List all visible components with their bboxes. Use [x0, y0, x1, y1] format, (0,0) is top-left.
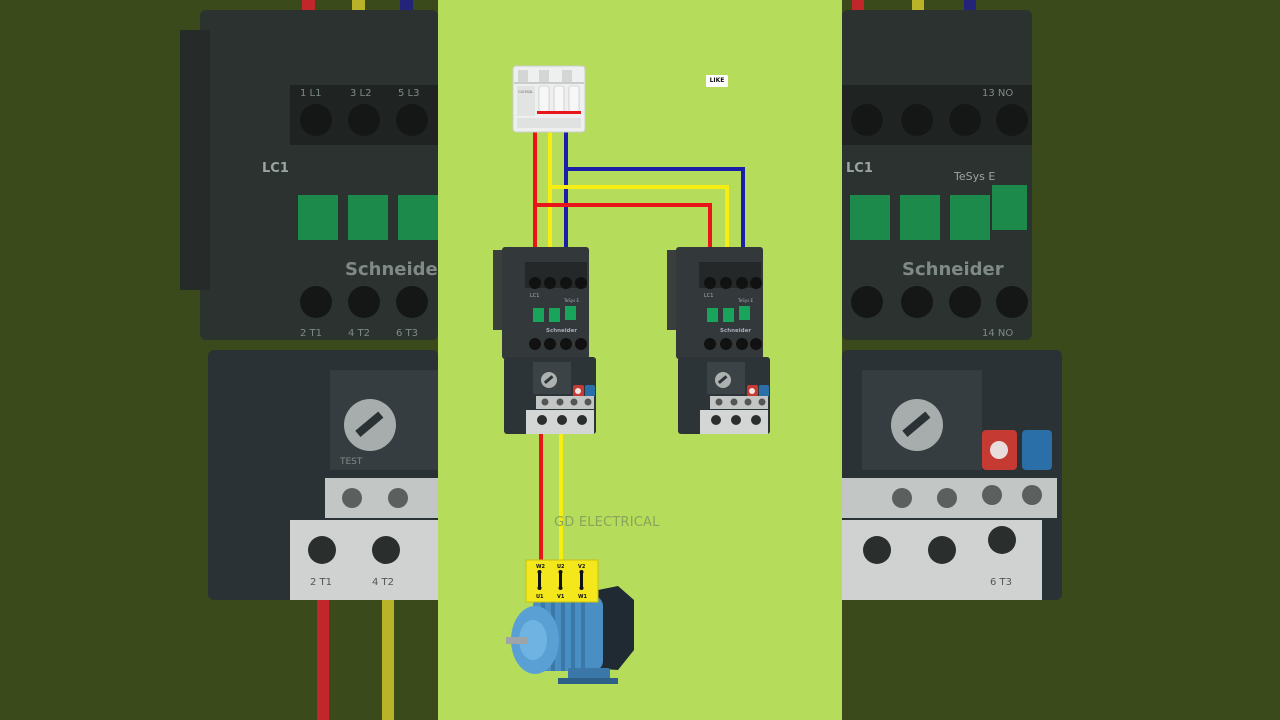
- red-wire-branch-horizontal: [533, 203, 711, 207]
- right-relay-t3: 6 T3: [990, 577, 1012, 588]
- left-contactor-model: LC1: [262, 161, 289, 176]
- contactor-1-brand: Schneider: [546, 328, 577, 334]
- terminal-label-v1: V1: [557, 594, 565, 600]
- channel-watermark: GD ELECTRICAL: [554, 515, 660, 530]
- blue-wire-branch-horizontal: [564, 167, 745, 171]
- contactor-1-model: LC1: [530, 293, 539, 299]
- right-terminal-label-no: 13 NO: [982, 88, 1013, 99]
- right-brand: Schneider: [902, 259, 1004, 280]
- blue-wire-to-contactor-2: [741, 167, 745, 272]
- motor-terminal-box: W2 U2 V2 U1 V1 W1: [525, 559, 599, 603]
- three-phase-motor: [506, 586, 634, 684]
- blue-wire-mcb-to-contactor-1: [564, 130, 568, 272]
- mcb-breaker: CLE5S4L: [512, 65, 586, 133]
- contactor-2: LC1 TeSys E Schneider: [667, 247, 763, 359]
- left-terminal-label-2: 3 L2: [350, 88, 371, 99]
- left-bottom-label-2: 4 T2: [348, 328, 370, 339]
- terminal-label-v2: V2: [578, 564, 586, 570]
- terminal-label-u1: U1: [536, 594, 544, 600]
- terminal-label-w1: W1: [578, 594, 588, 600]
- left-relay-test: TEST: [339, 457, 363, 467]
- yellow-wire-to-contactor-2: [725, 185, 729, 272]
- left-bottom-label-1: 2 T1: [300, 328, 322, 339]
- contactor-2-series: TeSys E: [737, 298, 753, 303]
- left-relay-t1: 2 T1: [310, 577, 332, 588]
- contactor-2-model: LC1: [704, 293, 713, 299]
- right-contactor-series: TeSys E: [953, 170, 995, 183]
- terminal-label-w2: W2: [536, 564, 546, 570]
- red-wire-to-contactor-2: [708, 203, 712, 272]
- mcb-label: CLE5S4L: [518, 90, 533, 94]
- overload-relay-2: [678, 357, 770, 434]
- left-zoom-illustration: 1 L1 3 L2 5 L3 LC1 Schneider 2 T1 4 T2 6…: [0, 0, 438, 720]
- overload-relay-1: [504, 357, 596, 434]
- contactor-1-series: TeSys E: [563, 298, 579, 303]
- right-zoomed-background: 13 NO LC1 TeSys E Schneider 14 NO 6 T3: [842, 0, 1280, 720]
- left-bottom-label-3: 6 T3: [396, 328, 418, 339]
- left-zoomed-background: 1 L1 3 L2 5 L3 LC1 Schneider 2 T1 4 T2 6…: [0, 0, 438, 720]
- yellow-wire-branch-horizontal: [548, 185, 729, 189]
- red-wire-mcb-to-contactor-1: [533, 130, 537, 272]
- right-bottom-label-no: 14 NO: [982, 328, 1013, 339]
- left-terminal-label-1: 1 L1: [300, 88, 321, 99]
- wiring-diagram-panel: CLE5S4L LC1 TeSys E Schneider: [438, 0, 842, 720]
- terminal-label-u2: U2: [557, 564, 565, 570]
- yellow-wire-mcb-to-contactor-1: [548, 130, 552, 272]
- red-wire-relay-to-motor: [539, 432, 543, 564]
- contactor-1: LC1 TeSys E Schneider: [493, 247, 589, 359]
- contactor-2-brand: Schneider: [720, 328, 751, 334]
- like-button[interactable]: LIKE: [706, 75, 728, 87]
- right-zoom-illustration: 13 NO LC1 TeSys E Schneider 14 NO 6 T3: [842, 0, 1280, 720]
- wiring-diagram: CLE5S4L LC1 TeSys E Schneider: [493, 65, 770, 684]
- right-contactor-model: LC1: [846, 161, 873, 176]
- left-brand: Schneider: [345, 259, 438, 280]
- left-terminal-label-3: 5 L3: [398, 88, 419, 99]
- left-relay-t2: 4 T2: [372, 577, 394, 588]
- yellow-wire-relay-to-motor: [559, 432, 563, 564]
